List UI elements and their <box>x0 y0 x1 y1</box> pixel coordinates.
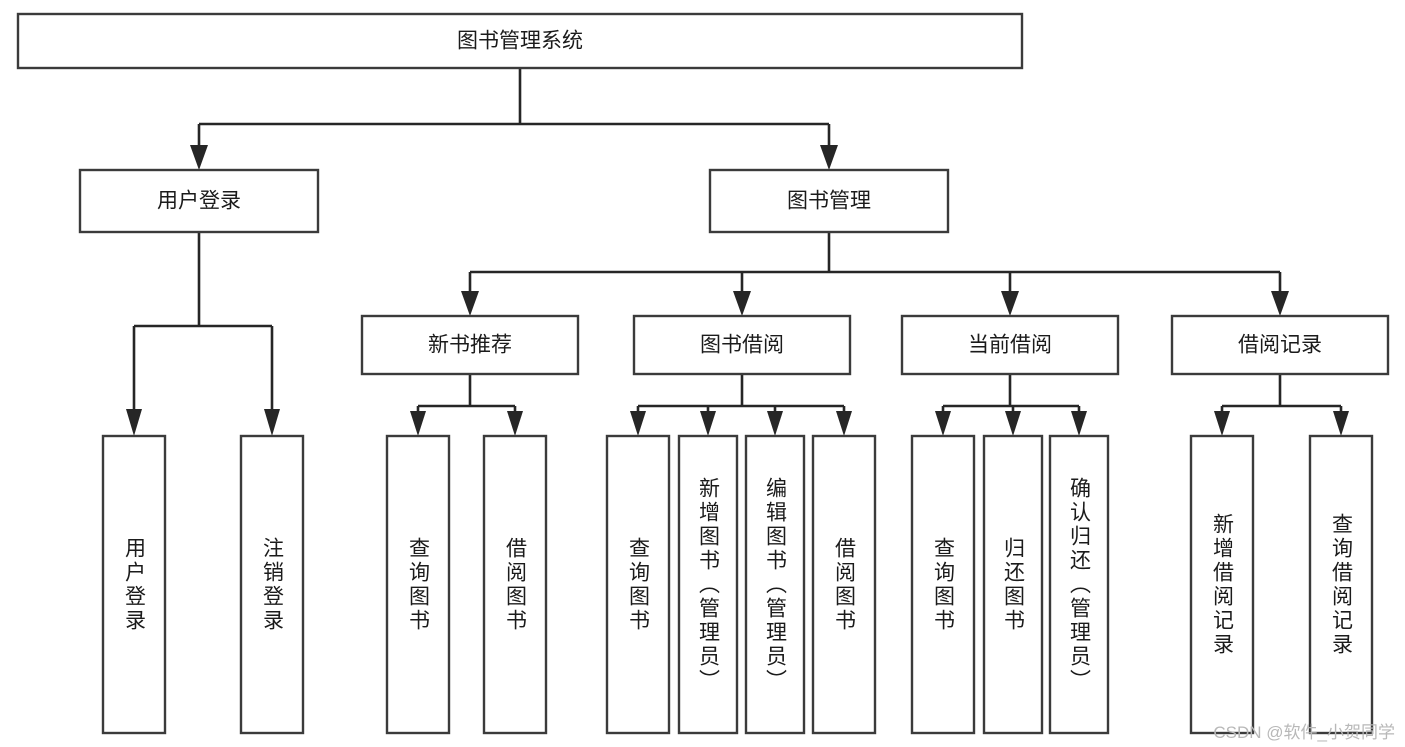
node-label-user-login: 用户登录 <box>157 190 241 213</box>
node-label-new-book-recommend: 新书推荐 <box>428 334 512 357</box>
node-label-leaf-borrow-book-2: 借阅图书 <box>833 537 857 633</box>
node-box-leaf-confirm-return[interactable] <box>1048 434 1110 735</box>
leaf-label-layer: 用户登录 注销登录 查询图书 借阅图书 查询图书 新增图书（管理员） 编辑图书（… <box>123 477 1354 693</box>
node-user-login[interactable]: 用户登录 <box>78 168 320 234</box>
node-book-management[interactable]: 图书管理 <box>708 168 950 234</box>
arrowhead-leaf-user-login <box>126 409 142 436</box>
arrowhead-leaf-query-book-2 <box>630 411 646 436</box>
node-label-book-borrow: 图书借阅 <box>700 334 784 357</box>
node-label-root: 图书管理系统 <box>457 30 583 53</box>
node-label-book-management: 图书管理 <box>787 190 871 213</box>
arrowhead-leaf-add-book <box>700 411 716 436</box>
node-label-leaf-user-login: 用户登录 <box>123 537 147 633</box>
arrowhead-book-mgmt <box>820 145 838 170</box>
arrowhead-leaf-return-book <box>1005 411 1021 436</box>
node-box-leaf-add-book[interactable] <box>677 434 739 735</box>
node-box-leaf-user-login[interactable] <box>101 434 167 735</box>
node-book-borrow[interactable]: 图书借阅 <box>632 314 852 376</box>
arrowhead-user-login <box>190 145 208 170</box>
node-label-leaf-return-book: 归还图书 <box>1002 537 1026 633</box>
node-box-leaf-edit-book[interactable] <box>744 434 806 735</box>
node-label-leaf-query-record: 查询借阅记录 <box>1330 513 1354 657</box>
arrowhead-leaf-add-record <box>1214 411 1230 436</box>
arrowhead-leaf-borrow-book-1 <box>507 411 523 436</box>
node-box-leaf-logout[interactable] <box>239 434 305 735</box>
node-box-user-login[interactable] <box>78 168 320 234</box>
node-label-leaf-add-book: 新增图书（管理员） <box>697 477 721 693</box>
node-box-current-borrow[interactable] <box>900 314 1120 376</box>
node-label-leaf-add-record: 新增借阅记录 <box>1211 513 1235 657</box>
arrowhead-new-book-rec <box>461 291 479 316</box>
node-borrow-records[interactable]: 借阅记录 <box>1170 314 1390 376</box>
node-label-leaf-borrow-book-1: 借阅图书 <box>504 537 528 633</box>
connector-layer <box>126 68 1349 436</box>
node-label-leaf-confirm-return: 确认归还（管理员） <box>1068 477 1092 693</box>
node-box-leaf-borrow-book-2[interactable] <box>811 434 877 735</box>
node-box-leaf-return-book[interactable] <box>982 434 1044 735</box>
node-label-leaf-query-book-3: 查询图书 <box>932 537 956 633</box>
csdn-watermark: CSDN @软件_小贺同学 <box>1213 723 1395 742</box>
node-box-new-book-recommend[interactable] <box>360 314 580 376</box>
node-label-current-borrow: 当前借阅 <box>968 334 1052 357</box>
node-box-borrow-records[interactable] <box>1170 314 1390 376</box>
arrowhead-leaf-query-book-1 <box>410 411 426 436</box>
node-box-book-management[interactable] <box>708 168 950 234</box>
arrowhead-current-borrow <box>1001 291 1019 316</box>
node-box-leaf-query-book-2[interactable] <box>605 434 671 735</box>
node-box-leaf-query-book-1[interactable] <box>385 434 451 735</box>
node-label-leaf-query-book-1: 查询图书 <box>407 537 431 633</box>
arrowhead-leaf-query-book-3 <box>935 411 951 436</box>
node-label-leaf-query-book-2: 查询图书 <box>627 537 651 633</box>
arrowhead-book-borrow <box>733 291 751 316</box>
node-box-leaf-query-record[interactable] <box>1308 434 1374 735</box>
node-new-book-recommend[interactable]: 新书推荐 <box>360 314 580 376</box>
arrowhead-borrow-records <box>1271 291 1289 316</box>
arrowhead-leaf-logout <box>264 409 280 436</box>
node-box-leaf-borrow-book-1[interactable] <box>482 434 548 735</box>
node-box-leaf-query-book-3[interactable] <box>910 434 976 735</box>
arrowhead-leaf-edit-book <box>767 411 783 436</box>
node-current-borrow[interactable]: 当前借阅 <box>900 314 1120 376</box>
arrowhead-leaf-borrow-book-2 <box>836 411 852 436</box>
node-root-system[interactable]: 图书管理系统 <box>16 12 1024 70</box>
node-box-root[interactable] <box>16 12 1024 70</box>
arrowhead-leaf-query-record <box>1333 411 1349 436</box>
node-label-borrow-records: 借阅记录 <box>1238 334 1322 357</box>
node-box-leaf-add-record[interactable] <box>1189 434 1255 735</box>
leaf-box-layer <box>101 434 1374 735</box>
node-box-book-borrow[interactable] <box>632 314 852 376</box>
node-label-leaf-logout: 注销登录 <box>261 537 285 633</box>
node-label-leaf-edit-book: 编辑图书（管理员） <box>764 477 788 693</box>
arrowhead-leaf-confirm-return <box>1071 411 1087 436</box>
